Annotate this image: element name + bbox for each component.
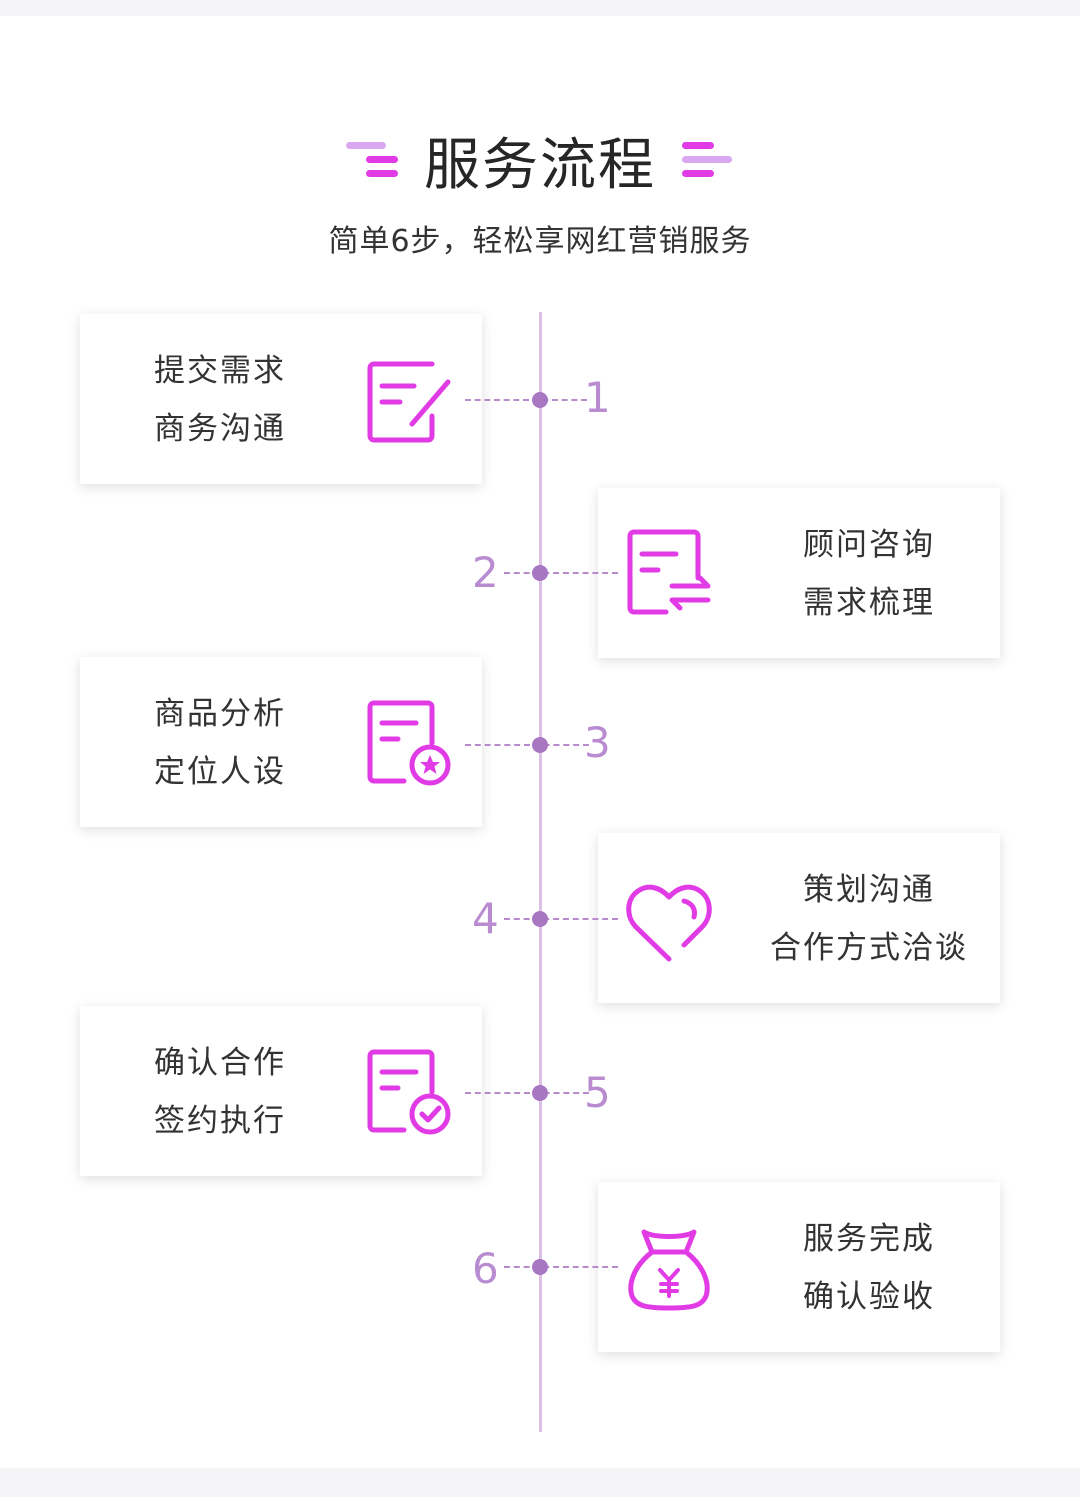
step-4-line1: 策划沟通 [803, 872, 935, 908]
step-4-line2: 合作方式洽谈 [770, 930, 968, 966]
step-2-number: 2 [472, 548, 499, 597]
step-3-number: 3 [584, 718, 611, 767]
money-bag-icon [628, 1229, 710, 1311]
step-4-connector [504, 918, 618, 920]
document-star-icon [367, 700, 451, 786]
step-3-dot [532, 737, 548, 753]
step-6-number: 6 [472, 1244, 499, 1293]
step-6-text: 服务完成 确认验收 [748, 1210, 990, 1326]
step-4-dot [532, 911, 548, 927]
step-3-line1: 商品分析 [154, 696, 286, 732]
step-5-line2: 签约执行 [154, 1103, 286, 1139]
step-4-text: 策划沟通 合作方式洽谈 [748, 861, 990, 977]
step-1-number: 1 [584, 373, 611, 422]
step-card-3: 商品分析 定位人设 [80, 657, 482, 827]
step-2-connector [504, 572, 618, 574]
page-subtitle: 简单6步，轻松享网红营销服务 [328, 224, 752, 259]
step-2-line2: 需求梳理 [803, 585, 935, 621]
step-6-dot [532, 1259, 548, 1275]
page-title: 服务流程 [424, 132, 656, 198]
step-card-4: 策划沟通 合作方式洽谈 [598, 833, 1000, 1003]
step-2-dot [532, 565, 548, 581]
step-card-5: 确认合作 签约执行 [80, 1006, 482, 1176]
step-5-connector [465, 1092, 589, 1094]
step-6-line2: 确认验收 [803, 1279, 935, 1315]
step-1-line2: 商务沟通 [154, 411, 286, 447]
step-card-6: 服务完成 确认验收 [598, 1182, 1000, 1352]
section-header: 服务流程 [0, 120, 1080, 200]
step-card-2: 顾问咨询 需求梳理 [598, 488, 1000, 658]
edit-note-icon [367, 361, 451, 443]
step-5-line1: 确认合作 [154, 1045, 286, 1081]
step-1-connector [465, 399, 587, 401]
step-card-1: 提交需求 商务沟通 [80, 314, 482, 484]
title-decoration-left [344, 135, 402, 185]
step-5-text: 确认合作 签约执行 [120, 1034, 320, 1150]
step-1-dot [532, 392, 548, 408]
step-2-text: 顾问咨询 需求梳理 [748, 516, 990, 632]
title-decoration-right [678, 135, 736, 185]
step-1-text: 提交需求 商务沟通 [120, 342, 320, 458]
heart-icon [626, 884, 712, 962]
step-2-line1: 顾问咨询 [803, 527, 935, 563]
document-swap-icon [627, 529, 711, 615]
step-3-connector [465, 744, 589, 746]
step-1-line1: 提交需求 [154, 353, 286, 389]
step-5-dot [532, 1085, 548, 1101]
step-3-text: 商品分析 定位人设 [120, 685, 320, 801]
step-3-line2: 定位人设 [154, 754, 286, 790]
step-4-number: 4 [472, 894, 499, 943]
step-5-number: 5 [584, 1068, 611, 1117]
document-check-icon [367, 1049, 451, 1135]
step-6-line1: 服务完成 [803, 1221, 935, 1257]
timeline-line [539, 312, 542, 1432]
step-6-connector [504, 1266, 618, 1268]
